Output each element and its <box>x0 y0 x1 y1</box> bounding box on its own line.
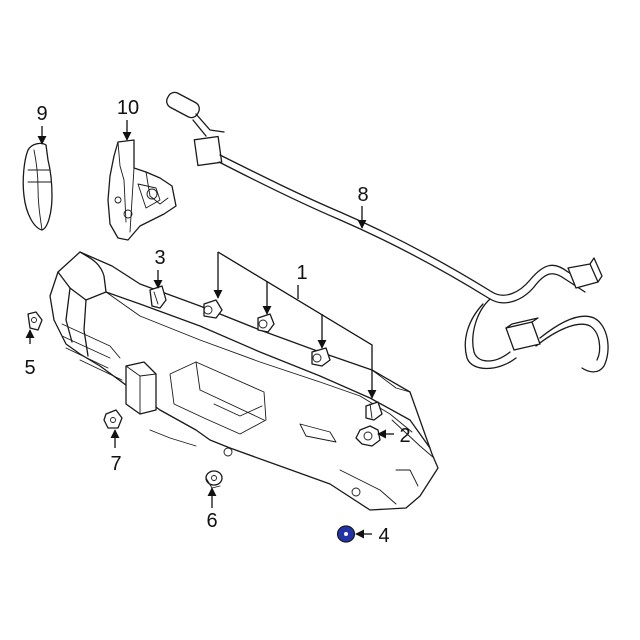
callout-9: 9 <box>36 103 47 125</box>
parking-sensor-part[interactable] <box>203 299 223 319</box>
wiring-harness-part[interactable] <box>164 90 609 373</box>
callout-labels: 1 2 3 4 5 6 7 8 9 10 <box>24 97 410 547</box>
bumper-part[interactable] <box>49 251 439 511</box>
bracket-part[interactable] <box>107 139 177 241</box>
callout-6: 6 <box>206 510 217 532</box>
leader-lines <box>25 120 394 539</box>
callout-5: 5 <box>24 357 35 379</box>
parking-sensor-part[interactable] <box>365 401 383 421</box>
callout-1: 1 <box>296 262 307 284</box>
callout-8: 8 <box>357 184 368 206</box>
callout-7: 7 <box>110 453 121 475</box>
retainer-clip-part[interactable] <box>27 311 43 331</box>
parking-sensor-part[interactable] <box>257 313 275 333</box>
grommet-part[interactable] <box>205 470 223 489</box>
callout-10: 10 <box>117 97 139 119</box>
push-fastener-part[interactable] <box>103 409 123 429</box>
callout-4: 4 <box>378 525 389 547</box>
end-cap-part[interactable] <box>22 142 53 231</box>
callout-3: 3 <box>154 247 165 269</box>
callout-2: 2 <box>399 425 410 447</box>
nut-part[interactable] <box>355 425 381 447</box>
highlighted-nut-part[interactable] <box>336 525 356 543</box>
